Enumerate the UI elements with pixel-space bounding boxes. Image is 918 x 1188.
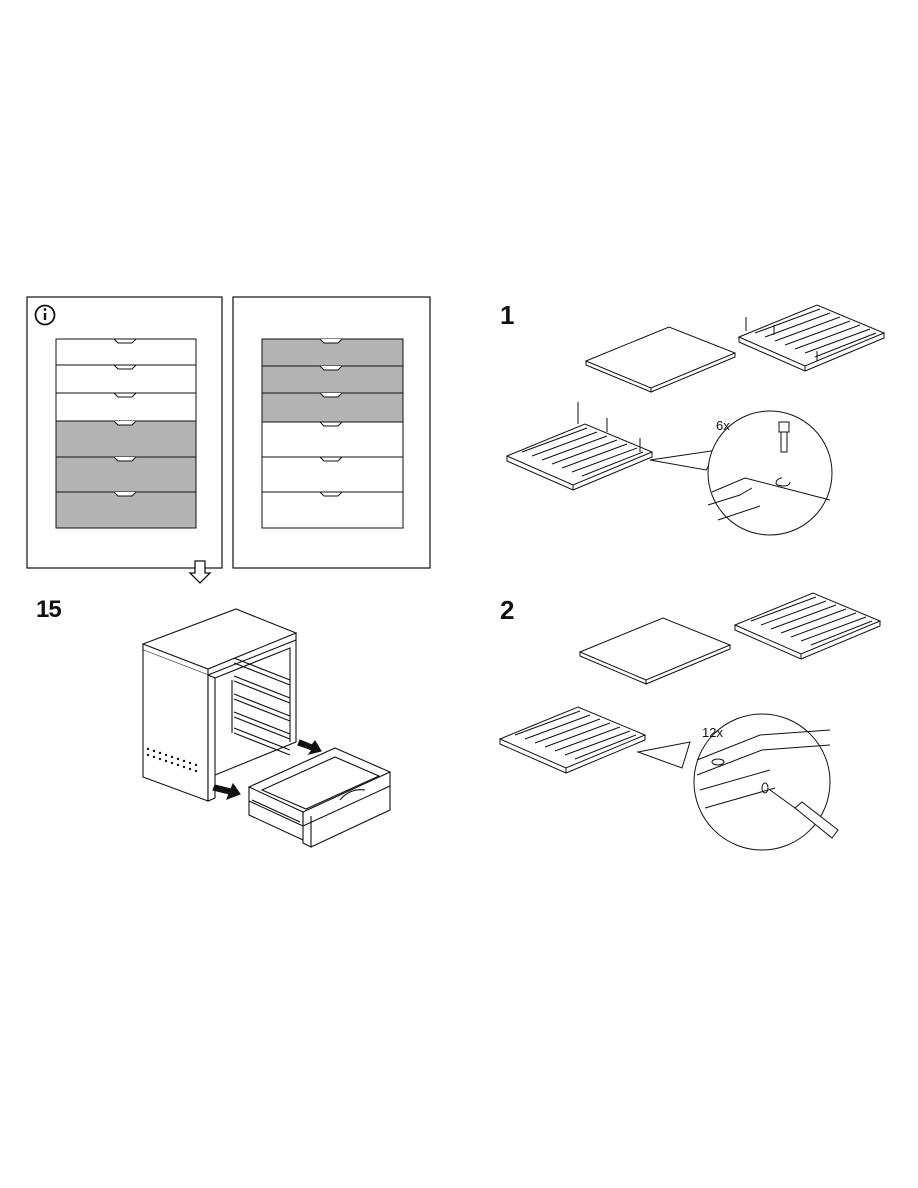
step-number-2: 2: [500, 597, 513, 623]
step-1-illustration: [507, 305, 884, 535]
step-number-15: 15: [36, 597, 61, 623]
quantity-label-step-2: 12x: [702, 725, 723, 740]
step-number-1: 1: [500, 302, 513, 328]
drawer-option-panel-b: [233, 297, 430, 568]
quantity-label-step-1: 6x: [716, 418, 730, 433]
step-15-illustration: [143, 609, 390, 847]
drawer-option-panel-a: [27, 297, 222, 568]
info-icon: [36, 306, 55, 325]
step-2-illustration: [500, 593, 880, 850]
